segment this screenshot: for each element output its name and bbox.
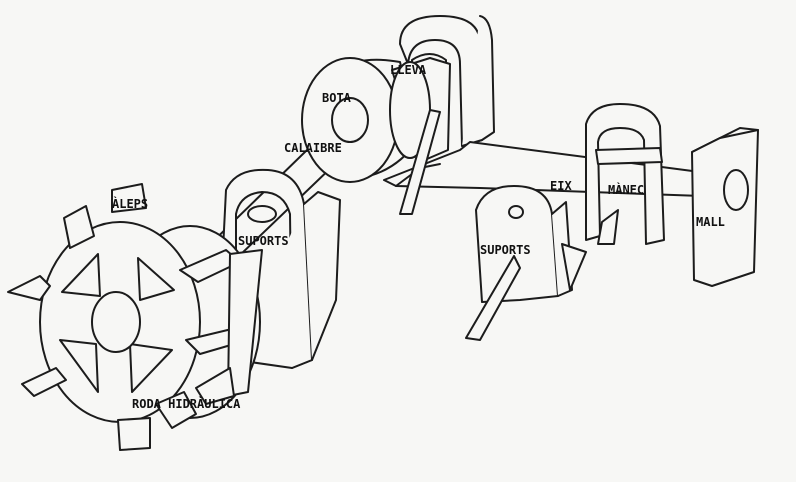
label-manec: MÀNEC: [608, 182, 644, 197]
water-wheel: [7, 183, 261, 451]
cam-support-back: [399, 15, 495, 147]
lleva-cam: [389, 57, 451, 163]
wheel-support: [195, 249, 263, 405]
label-roda-hidraulica: RODA HIDRÀULICA: [132, 396, 241, 411]
label-bota: BOTA: [322, 91, 352, 105]
support-right-front: [399, 109, 587, 341]
hammer-head: [691, 127, 759, 287]
label-calaibre: CALAIBRE: [284, 141, 342, 155]
label-lleva: LLEVA: [390, 63, 427, 77]
label-aleps: ÀLEPS: [112, 196, 148, 211]
pivot-axle: [595, 147, 663, 165]
label-suports-right: SUPORTS: [480, 243, 531, 257]
support-right-back: [585, 103, 665, 245]
label-eix: EIX: [550, 179, 572, 193]
label-mall: MALL: [696, 215, 725, 229]
label-suports-left: SUPORTS: [238, 234, 289, 248]
